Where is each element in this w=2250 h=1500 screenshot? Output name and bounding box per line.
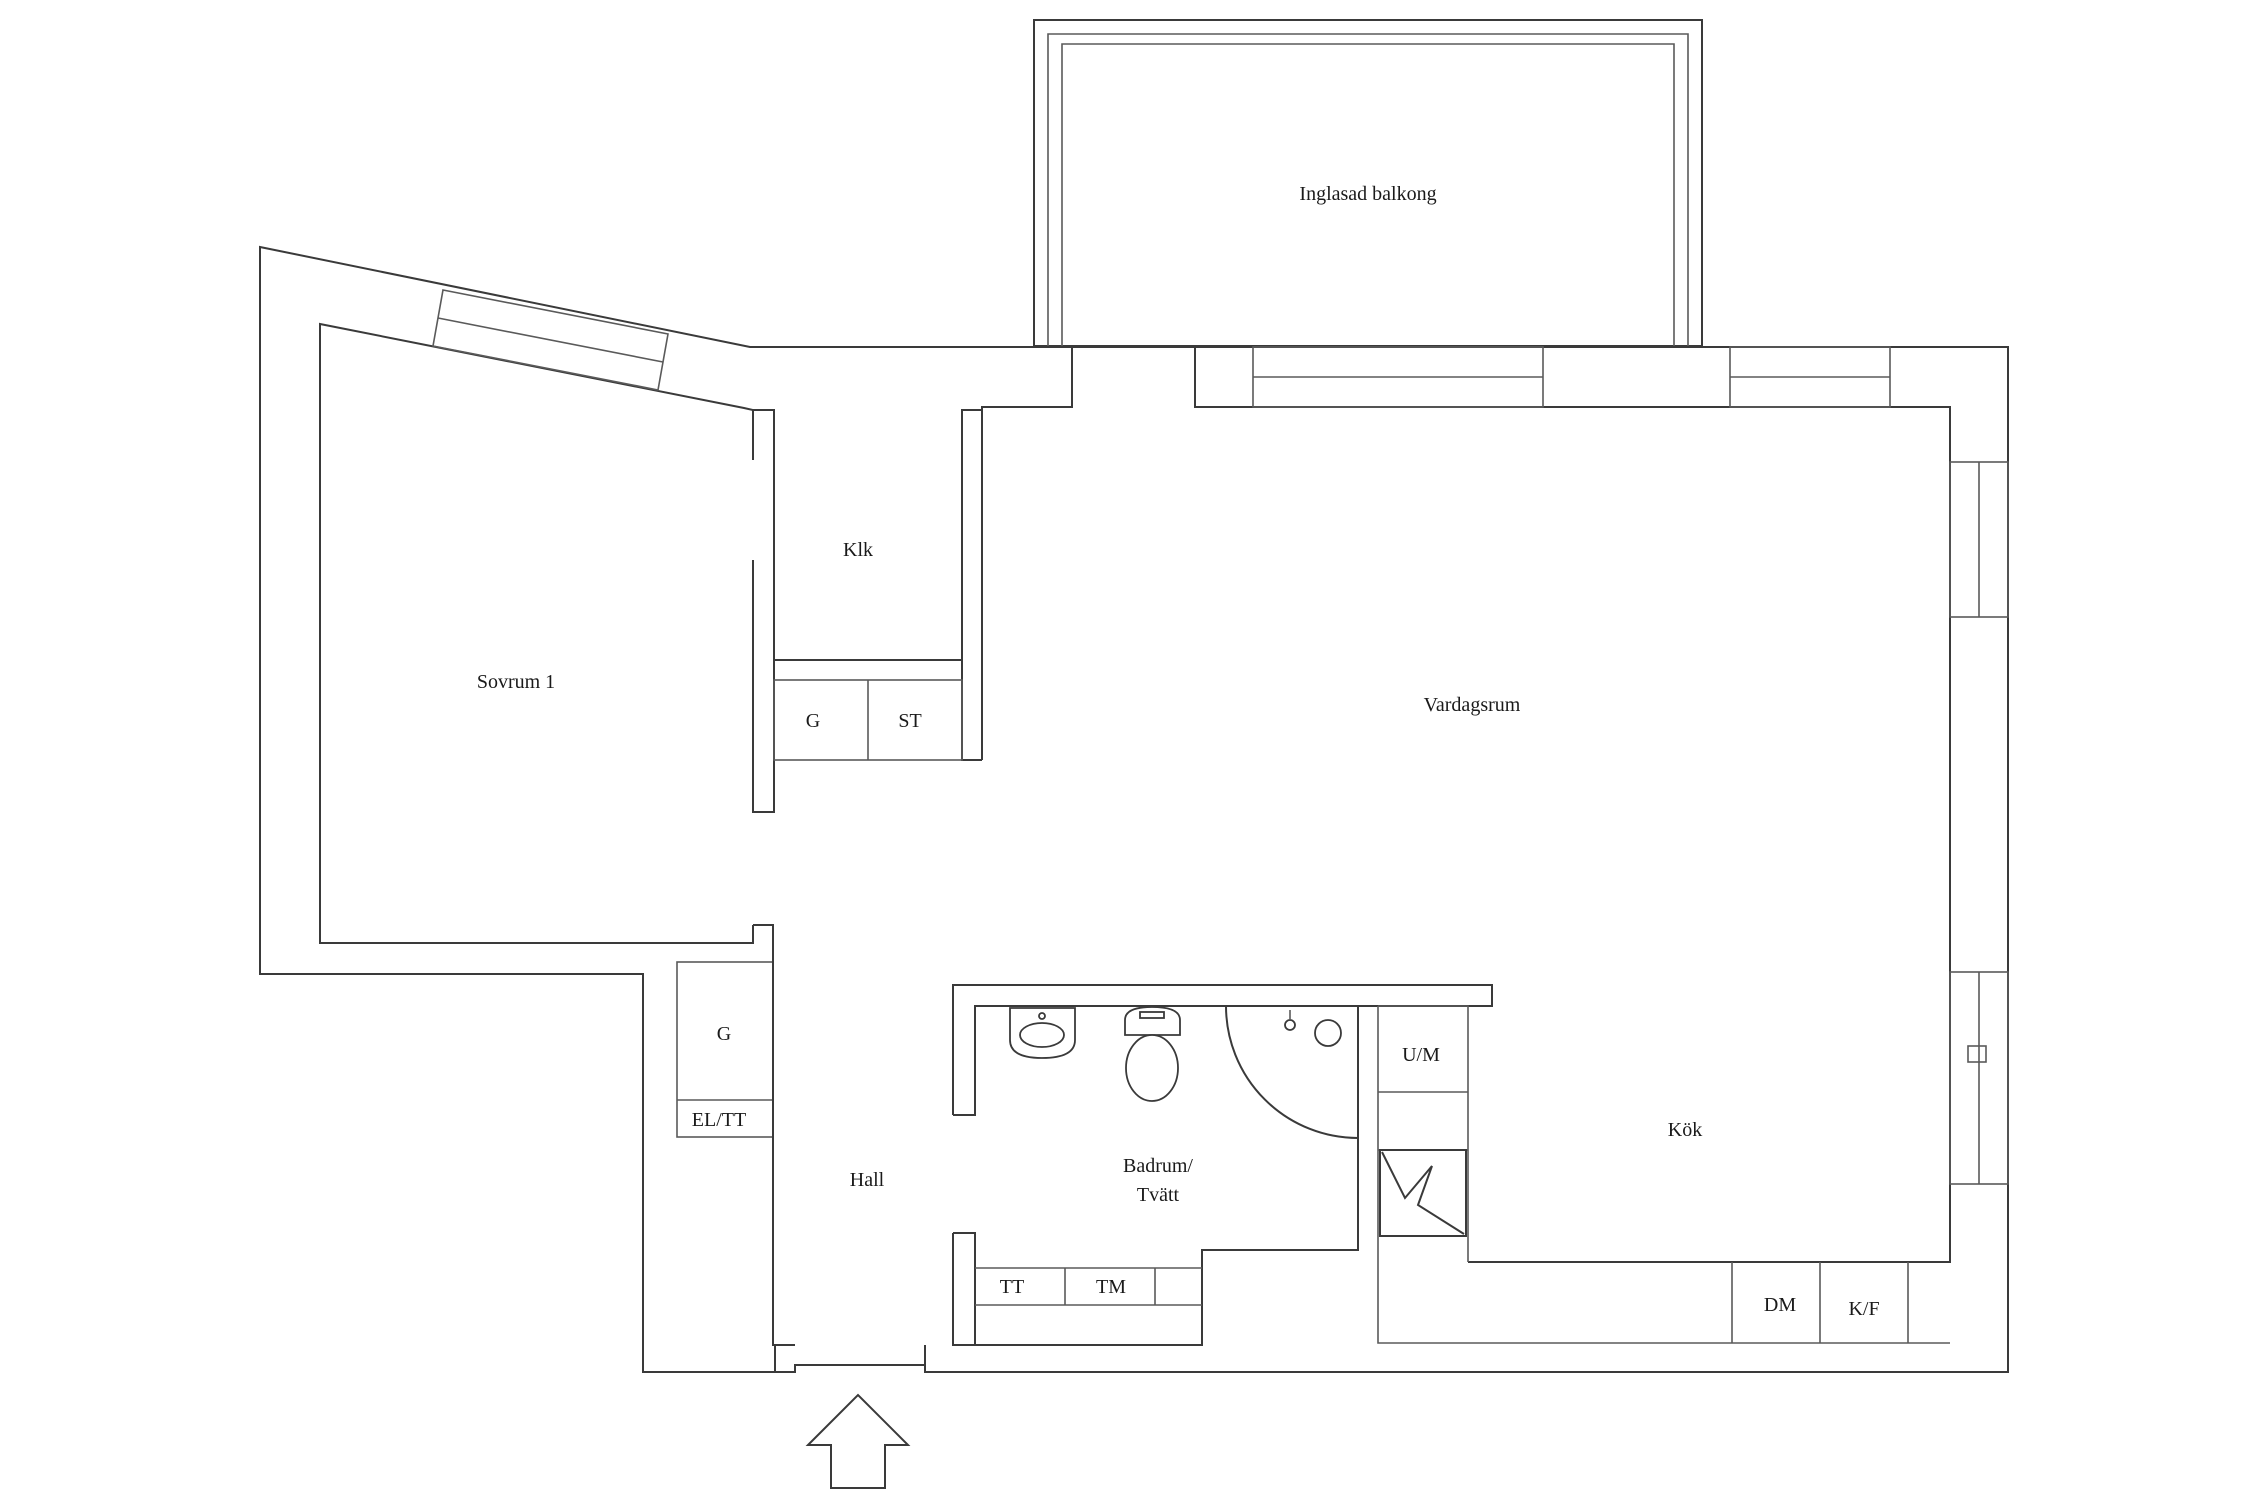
fixture-label-el-tt: EL/TT xyxy=(692,1109,746,1131)
room-label-bedroom: Sovrum 1 xyxy=(477,671,555,693)
room-label-closet: Klk xyxy=(843,539,873,561)
fixture-label-closet-g: G xyxy=(806,710,820,732)
toilet-flush-icon xyxy=(1139,1011,1165,1019)
right-windows xyxy=(1949,461,2009,1185)
fixture-label-tt: TT xyxy=(1000,1276,1024,1298)
floor-drain-icon xyxy=(1314,1019,1342,1047)
closet-partition-wall xyxy=(752,560,775,813)
fixture-label-kf: K/F xyxy=(1848,1298,1879,1320)
bathroom-top-wall xyxy=(952,984,1493,1116)
shaft-zigzag-icon xyxy=(1381,1151,1465,1235)
kitchen-tall-units xyxy=(1378,1005,1469,1262)
outer-walls xyxy=(259,245,2009,1373)
room-label-kitchen: Kök xyxy=(1668,1119,1702,1141)
closet-wall xyxy=(753,409,982,661)
balcony-glazing-line xyxy=(1061,43,1675,346)
bedroom-inner-wall xyxy=(319,322,754,944)
toilet-tank-icon xyxy=(1124,1006,1181,1036)
living-inner-wall-top xyxy=(1194,347,1951,1263)
entrance-arrow-icon xyxy=(805,1393,911,1489)
bedroom-window-glass xyxy=(437,317,664,363)
hall-inner-wall xyxy=(753,924,795,1346)
fixture-label-dm: DM xyxy=(1764,1294,1796,1316)
sink-basin-icon xyxy=(1019,1022,1065,1048)
toilet-bowl-icon xyxy=(1125,1034,1179,1102)
room-label-living-room: Vardagsrum xyxy=(1424,694,1521,716)
fixture-label-st: ST xyxy=(898,710,921,732)
faucet-icon xyxy=(1038,1012,1046,1020)
shaft-icon xyxy=(1379,1149,1467,1237)
fixture-label-um: U/M xyxy=(1402,1044,1440,1066)
radiator-valve-icon xyxy=(1967,1045,1987,1063)
kitchen-counter-outline xyxy=(1377,1006,1950,1344)
closet-right-wall xyxy=(961,660,982,761)
walk-in-closet xyxy=(752,409,982,813)
bedroom-window-frame xyxy=(432,289,669,391)
room-label-balcony: Inglasad balkong xyxy=(1299,183,1436,205)
exterior-wall-outline xyxy=(259,245,2009,1373)
fixture-label-hall-g: G xyxy=(717,1023,731,1045)
living-windows-top xyxy=(1252,346,1891,408)
bedroom-window xyxy=(432,289,669,391)
hall-wardrobe xyxy=(676,924,795,1346)
bathroom-right-wall xyxy=(975,1006,1359,1346)
shower-head-icon xyxy=(1284,1019,1296,1031)
fixture-label-tm: TM xyxy=(1096,1276,1126,1298)
room-label-bathroom-line2: Tvätt xyxy=(1137,1184,1180,1206)
bathroom xyxy=(952,984,1493,1346)
room-label-hall: Hall xyxy=(850,1169,885,1191)
living-inner-wall xyxy=(981,347,1073,760)
room-label-bathroom-line1: Badrum/ xyxy=(1123,1155,1193,1177)
kitchen xyxy=(1377,1005,1950,1344)
balcony-glazing-inner xyxy=(1047,33,1689,346)
shower-screen-icon xyxy=(1225,1005,1359,1139)
bathroom-bottom-left-wall xyxy=(952,1232,976,1346)
